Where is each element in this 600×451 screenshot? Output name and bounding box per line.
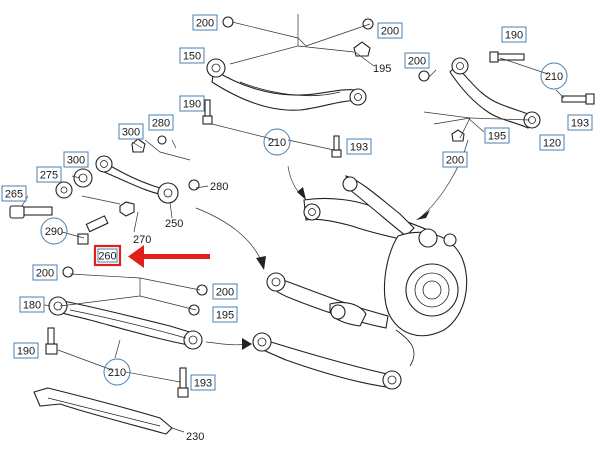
arrowhead-toe-link — [256, 256, 266, 270]
label-265: 265 — [1, 185, 27, 202]
arrowhead-upper-arm — [297, 187, 306, 200]
svg-text:190: 190 — [183, 99, 201, 111]
svg-text:193: 193 — [350, 142, 368, 154]
svg-text:193: 193 — [194, 378, 212, 390]
svg-text:300: 300 — [67, 155, 85, 167]
arrowhead-lower-arm — [242, 338, 252, 350]
label-200: 200 — [377, 22, 403, 39]
label-300: 300 — [118, 123, 144, 140]
svg-text:193: 193 — [571, 118, 589, 130]
label-210: 210 — [540, 62, 568, 90]
bolt-193-lower — [177, 367, 189, 398]
svg-text:200: 200 — [381, 26, 399, 38]
svg-text:200: 200 — [216, 287, 234, 299]
svg-text:190: 190 — [505, 30, 523, 42]
label-195: 195 — [484, 127, 510, 144]
label-190: 190 — [13, 342, 39, 359]
svg-text:190: 190 — [17, 346, 35, 358]
svg-text:265: 265 — [5, 189, 23, 201]
bottom-bracket — [33, 387, 173, 435]
label-210: 210 — [103, 358, 131, 386]
label-300: 300 — [63, 151, 89, 168]
flow-arrows — [195, 139, 469, 350]
label-200: 200 — [32, 264, 58, 281]
label-190: 190 — [179, 95, 205, 112]
upper-control-arm — [206, 58, 367, 111]
label-180: 180 — [19, 296, 45, 313]
svg-text:290: 290 — [45, 226, 63, 238]
svg-text:210: 210 — [545, 71, 563, 83]
label-275: 275 — [36, 166, 62, 183]
label-210: 210 — [263, 128, 291, 156]
red-pointer-arrow — [128, 245, 210, 268]
label-280: 280 — [148, 114, 174, 131]
bolt-193-upper — [331, 135, 342, 158]
svg-text:200: 200 — [196, 18, 214, 30]
bolts — [9, 51, 595, 398]
svg-text:150: 150 — [183, 51, 201, 63]
arrowhead-camber-arm — [416, 210, 430, 220]
label-193: 193 — [346, 138, 372, 155]
label-230: 230 — [186, 431, 204, 443]
label-200: 200 — [192, 14, 218, 31]
bolt-193-right — [561, 93, 595, 105]
svg-text:275: 275 — [40, 170, 58, 182]
svg-text:120: 120 — [543, 138, 561, 150]
bolt-290 — [77, 215, 109, 245]
label-193: 193 — [190, 374, 216, 391]
label-250: 250 — [165, 218, 183, 230]
svg-text:280: 280 — [152, 118, 170, 130]
svg-text:210: 210 — [108, 367, 126, 379]
bolt-190-lower — [45, 327, 58, 355]
svg-text:195: 195 — [216, 310, 234, 322]
knuckle-assembly — [252, 175, 468, 390]
label-280: 280 — [210, 181, 228, 193]
label-200: 200 — [212, 283, 238, 300]
bolt-265 — [9, 205, 53, 219]
label-200: 200 — [442, 151, 468, 168]
label-150: 150 — [179, 47, 205, 64]
lower-control-arm — [48, 296, 203, 350]
label-190: 190 — [501, 26, 527, 43]
bolt-190-right — [489, 51, 525, 63]
label-290: 290 — [40, 217, 68, 245]
label-193: 193 — [567, 114, 593, 131]
label-200: 200 — [404, 52, 430, 69]
toe-link — [95, 155, 179, 204]
leader-lines — [21, 14, 565, 433]
svg-text:260: 260 — [98, 251, 116, 263]
label-195: 195 — [212, 306, 238, 323]
label-195: 195 — [373, 63, 391, 75]
label-270: 270 — [133, 234, 151, 246]
nuts-washers — [55, 16, 465, 316]
svg-text:180: 180 — [23, 300, 41, 312]
label-120: 120 — [539, 134, 565, 151]
svg-text:195: 195 — [488, 131, 506, 143]
svg-text:200: 200 — [446, 155, 464, 167]
svg-text:200: 200 — [408, 56, 426, 68]
svg-text:200: 200 — [36, 268, 54, 280]
bolt-190-upper — [202, 99, 213, 125]
svg-text:300: 300 — [122, 127, 140, 139]
label-260-highlighted: 260 — [93, 244, 122, 267]
part-labels: 200 200 150 195 200 190 210 195 200 193 … — [1, 14, 593, 443]
svg-text:210: 210 — [268, 137, 286, 149]
